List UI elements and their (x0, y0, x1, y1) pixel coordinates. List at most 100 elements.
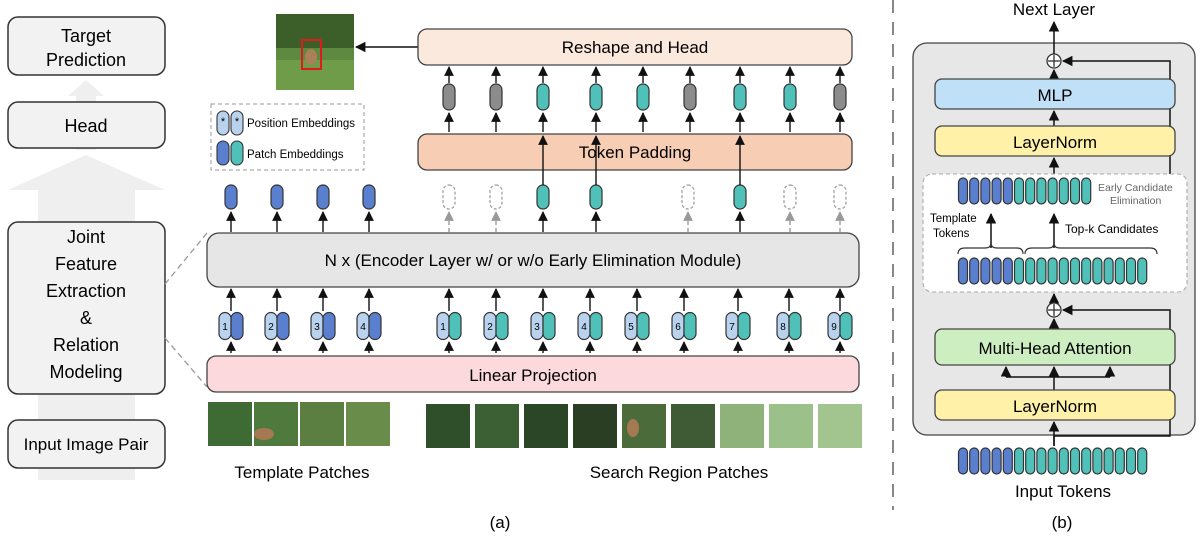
template-patches-label: Template Patches (234, 463, 369, 482)
target-prediction-box (7, 16, 166, 76)
elimination-output-tokens (957, 177, 1092, 205)
embedding-legend: * * Position Embeddings Patch Embeddings (210, 103, 365, 171)
elim-in-template-token (991, 257, 1002, 285)
caption-b: (b) (1052, 513, 1073, 532)
position-index-s1: 1 (440, 322, 446, 333)
input-template-token (1002, 447, 1013, 475)
eliminated-token (833, 184, 847, 210)
encoder-label: N x (Encoder Layer w/ or w/o Early Elimi… (325, 251, 742, 270)
eliminated-token (442, 184, 456, 210)
mlp-label: MLP (1038, 86, 1073, 105)
joint-label-2: Feature (55, 254, 117, 274)
position-index-t4: 4 (360, 322, 366, 333)
search-patch (671, 404, 715, 448)
search-patch (720, 404, 764, 448)
input-token-row (957, 447, 1148, 475)
template-output-token (224, 184, 238, 210)
input-search-token (1036, 447, 1047, 475)
patch-embedding-token (839, 311, 853, 341)
input-search-token (1013, 447, 1025, 475)
template-tokens-label-1: Template (930, 213, 977, 225)
elim-out-template-token (980, 177, 991, 205)
zoom-line-top (164, 232, 208, 285)
joint-label-5: Relation (53, 335, 119, 355)
elim-in-search-token (1103, 257, 1114, 285)
caption-a: (a) (490, 513, 511, 532)
stage-column: Target Prediction Head Joint Feature Ext… (7, 16, 208, 480)
legend-position-label: Position Embeddings (247, 118, 355, 130)
head-label: Head (64, 116, 107, 136)
deer-figure (627, 419, 639, 437)
input-template-token (969, 447, 980, 475)
position-index-s3: 3 (534, 322, 540, 333)
elim-out-template-token (957, 177, 969, 205)
restored-search-token (636, 83, 650, 111)
elim-out-search-token (1036, 177, 1047, 205)
deer-figure (254, 428, 274, 440)
mlp-box (934, 78, 1176, 110)
patch-embedding-token (322, 311, 336, 341)
elim-in-search-token (1013, 257, 1025, 285)
position-index-s6: 6 (675, 322, 681, 333)
patch-embedding-token (495, 311, 509, 341)
search-patch (426, 404, 470, 448)
elim-out-search-token (1058, 177, 1069, 205)
search-patch (573, 404, 617, 448)
layernorm-top-box (934, 125, 1176, 157)
input-search-token (1125, 447, 1137, 475)
mha-box (934, 328, 1176, 366)
elim-in-search-token (1092, 257, 1103, 285)
target-prediction-label-1: Target (61, 26, 111, 46)
linear-projection-label: Linear Projection (469, 366, 597, 385)
elim-out-template-token (1002, 177, 1013, 205)
early-candidate-label-2: Elimination (1110, 195, 1162, 207)
input-search-token (1081, 447, 1092, 475)
elim-out-template-token (969, 177, 980, 205)
elim-in-search-token (1036, 257, 1047, 285)
input-template-token (957, 447, 969, 475)
eliminated-token (681, 184, 695, 210)
padding-token (489, 83, 503, 111)
panel-b: Next Layer MLP LayerNorm Early Candidate… (912, 0, 1196, 532)
joint-modeling-box (7, 221, 166, 395)
position-index-s5: 5 (628, 322, 634, 333)
elim-in-search-token (1137, 257, 1148, 285)
position-index-t3: 3 (314, 322, 320, 333)
patch-embedding-token (737, 311, 751, 341)
elim-in-search-token (1069, 257, 1081, 285)
input-pair-label: Input Image Pair (24, 435, 149, 454)
reshape-head-box (417, 28, 853, 66)
input-search-token (1114, 447, 1125, 475)
image-patches (208, 402, 862, 448)
patch-embedding-token (683, 311, 697, 341)
joint-label-6: Modeling (49, 362, 122, 382)
reshape-head-label: Reshape and Head (562, 38, 709, 57)
topk-label: Top-k Candidates (1065, 222, 1158, 236)
layernorm-top-label: LayerNorm (1013, 133, 1097, 152)
patch-embedding-token (276, 311, 290, 341)
layernorm-bottom-box (934, 389, 1176, 421)
padding-token (683, 83, 697, 111)
position-index-t2: 2 (268, 322, 274, 333)
padding-token (833, 83, 847, 111)
input-template-token (980, 447, 991, 475)
elim-out-search-token (1081, 177, 1092, 205)
patch-embedding-token (448, 311, 462, 341)
input-search-token (1137, 447, 1148, 475)
patch-embedding-token (542, 311, 556, 341)
next-layer-label: Next Layer (1013, 0, 1096, 19)
input-search-token (1092, 447, 1103, 475)
input-search-token (1058, 447, 1069, 475)
eliminated-token (489, 184, 503, 210)
elim-in-template-token (1002, 257, 1013, 285)
search-patch (818, 404, 862, 448)
elim-in-search-token (1058, 257, 1069, 285)
padded-token-row (442, 66, 847, 132)
legend-patch-label: Patch Embeddings (247, 149, 344, 161)
restored-search-token (536, 83, 550, 111)
kept-search-token (536, 184, 550, 210)
patch-embedding-token (788, 311, 802, 341)
search-patch (524, 404, 568, 448)
